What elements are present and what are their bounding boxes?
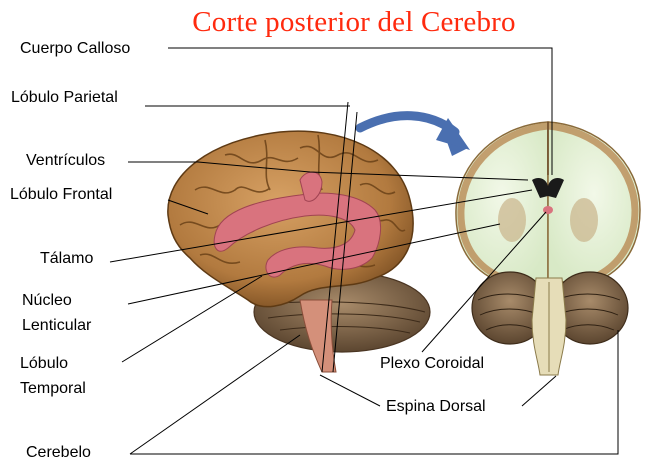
label-espina-dorsal: Espina Dorsal [386, 398, 486, 415]
leader-line-plexo-coroidal [421, 211, 547, 353]
label-talamo: Tálamo [40, 250, 94, 267]
label-cuerpo-calloso: Cuerpo Calloso [20, 40, 131, 57]
leader-line-ventriculos [128, 161, 529, 181]
label-lobulo-parietal: Lóbulo Parietal [11, 89, 118, 106]
leader-line-talamo [109, 189, 533, 263]
leader-line-lobulo-temporal [121, 275, 263, 363]
label-nucleo: Núcleo [22, 292, 72, 309]
leader-line-cerebelo [130, 330, 619, 455]
label-temporal: Temporal [20, 380, 86, 397]
label-cerebelo: Cerebelo [26, 444, 91, 461]
leader-line-cerebelo-2 [129, 334, 301, 455]
leader-line-nucleo-lenticular [127, 223, 501, 305]
leader-line-lobulo-frontal [167, 199, 209, 215]
rotation-arrow [355, 111, 470, 156]
cut-line-1 [321, 101, 349, 373]
label-lenticular: Lenticular [22, 317, 92, 334]
label-plexo-coroidal: Plexo Coroidal [380, 355, 485, 372]
leader-line-espina-dorsal-a [319, 374, 381, 407]
cut-line-2 [332, 111, 358, 373]
label-ventriculos: Ventrículos [26, 152, 106, 169]
leader-line-espina-dorsal-b [521, 375, 557, 407]
label-lobulo: Lóbulo [20, 355, 69, 372]
leader-line-cuerpo-calloso [168, 47, 553, 175]
leader-lines [109, 47, 619, 455]
lateral-brain-illustration [167, 130, 431, 373]
coronal-section-illustration [455, 121, 641, 376]
diagram-title: Corte posterior del Cerebro [192, 6, 516, 38]
label-lobulo-frontal: Lóbulo Frontal [10, 186, 113, 203]
